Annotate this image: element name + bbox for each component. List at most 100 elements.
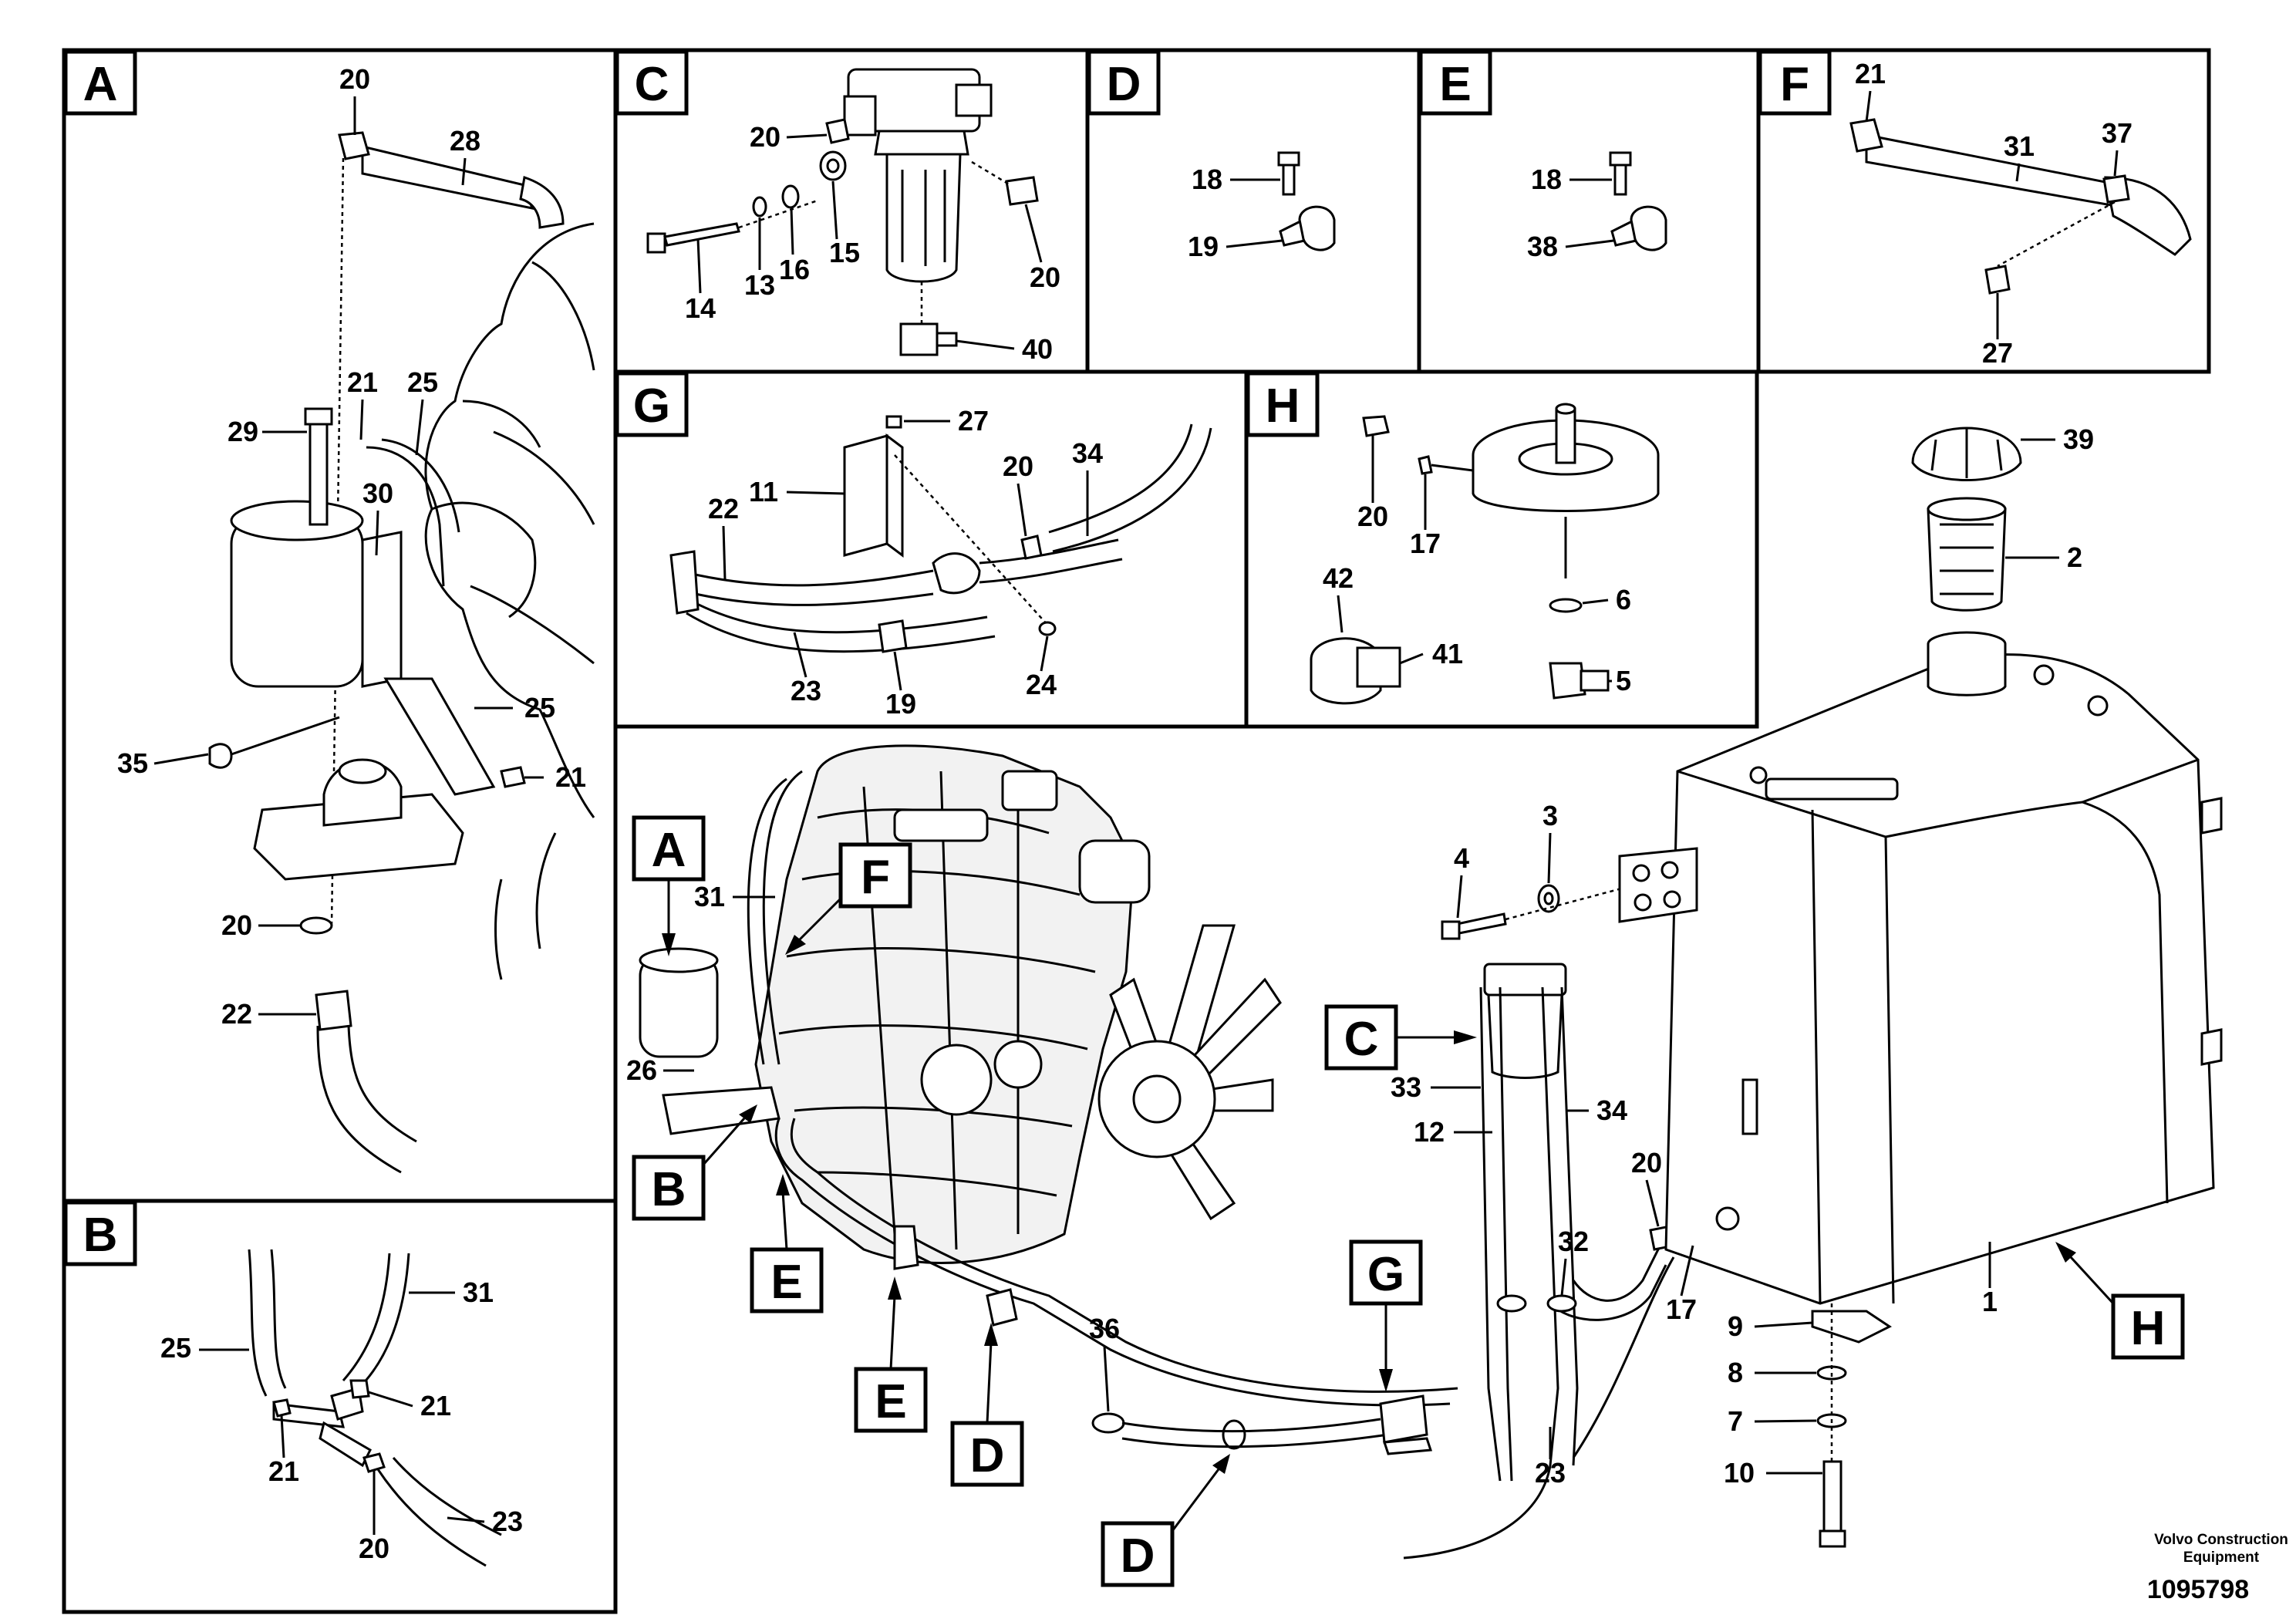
label-h-17: 17: [1410, 528, 1441, 559]
svg-text:E: E: [1439, 58, 1471, 111]
label-c-20-top: 20: [750, 121, 781, 153]
label-m-23: 23: [1535, 1457, 1566, 1489]
panel-a-drawing: 20 28 21 25 29 30 25 35 21 20 22: [117, 63, 595, 1174]
label-g-34: 34: [1072, 437, 1103, 469]
label-f-21: 21: [1855, 58, 1886, 89]
footer: Volvo Construction Equipment 1095798: [2147, 1532, 2288, 1604]
label-g-27: 27: [958, 405, 989, 437]
panel-b-drawing: 25 31 21 21 23 20: [160, 1249, 523, 1567]
svg-text:A: A: [83, 58, 118, 111]
label-d-19: 19: [1188, 231, 1219, 262]
label-m-1: 1: [1982, 1286, 1998, 1317]
label-m-36: 36: [1089, 1313, 1120, 1344]
label-h-5: 5: [1616, 665, 1631, 696]
label-c-15: 15: [829, 237, 860, 268]
drawing-number: 1095798: [2147, 1575, 2249, 1604]
label-m-39: 39: [2063, 423, 2094, 455]
label-c-40: 40: [1022, 333, 1053, 365]
detail-tag-f: F: [785, 842, 912, 955]
label-c-13: 13: [744, 269, 775, 301]
detail-tag-d1: D: [950, 1323, 1024, 1487]
panel-tag-b: B: [63, 1200, 137, 1266]
panel-tag-h: H: [1246, 371, 1320, 437]
label-m-17: 17: [1666, 1293, 1697, 1325]
label-g-24: 24: [1026, 669, 1057, 700]
svg-text:A: A: [652, 824, 686, 877]
label-g-11: 11: [749, 476, 778, 508]
label-b-21-right: 21: [420, 1390, 451, 1421]
label-e-38: 38: [1527, 231, 1558, 262]
svg-text:B: B: [83, 1209, 118, 1262]
detail-tags: A F B E E D: [632, 815, 2185, 1587]
panel-tag-d: D: [1087, 49, 1161, 116]
label-m-3: 3: [1542, 800, 1558, 831]
label-a-29: 29: [228, 416, 258, 447]
label-m-32: 32: [1558, 1226, 1589, 1257]
label-c-16: 16: [779, 254, 810, 285]
panel-h-drawing: 20 17 6 42 41 5: [1310, 403, 1660, 705]
detail-tag-g: G: [1349, 1239, 1423, 1392]
label-d-18: 18: [1192, 164, 1222, 195]
label-m-7: 7: [1728, 1405, 1743, 1437]
panel-tag-f: F: [1758, 49, 1832, 116]
svg-text:D: D: [1107, 58, 1141, 111]
label-a-21: 21: [347, 366, 378, 398]
label-h-6: 6: [1616, 584, 1631, 615]
label-b-23: 23: [492, 1506, 523, 1537]
label-b-31: 31: [463, 1276, 494, 1308]
main-labels: 39 2 3 4 31 26 33 12 34 20 32 17 1 9 8 7…: [626, 423, 2094, 1489]
panel-e-drawing: 18 38: [1527, 151, 1667, 262]
label-m-12: 12: [1414, 1116, 1445, 1148]
company-name-line2: Equipment: [2183, 1549, 2260, 1566]
label-m-20: 20: [1631, 1147, 1662, 1179]
label-m-2: 2: [2067, 541, 2082, 573]
svg-text:G: G: [633, 379, 670, 433]
panel-c-drawing: 20 15 16 13 14 20 40: [646, 68, 1060, 365]
label-m-33: 33: [1391, 1071, 1421, 1103]
label-a-30: 30: [362, 477, 393, 509]
panel-f-drawing: 21 31 37 27: [1849, 58, 2192, 369]
label-m-9: 9: [1728, 1310, 1743, 1342]
label-g-23: 23: [791, 675, 821, 706]
label-a-25-top: 25: [407, 366, 438, 398]
label-g-19: 19: [885, 688, 916, 720]
label-m-8: 8: [1728, 1357, 1743, 1388]
svg-text:C: C: [635, 58, 669, 111]
panel-g-drawing: 27 11 20 34 22 23 19 24: [669, 405, 1212, 720]
label-f-27: 27: [1982, 337, 2013, 369]
label-a-20-low: 20: [221, 909, 252, 941]
label-h-42: 42: [1323, 562, 1354, 594]
svg-text:E: E: [875, 1375, 906, 1428]
detail-tag-a: A: [632, 815, 706, 956]
label-m-31: 31: [694, 881, 725, 912]
panel-letter-tags: A B C D E F G H: [63, 49, 1832, 1266]
label-a-25-mid: 25: [524, 692, 555, 723]
company-name-line1: Volvo Construction: [2154, 1532, 2288, 1548]
label-a-22: 22: [221, 998, 252, 1030]
svg-text:F: F: [1780, 58, 1809, 111]
label-h-41: 41: [1432, 638, 1463, 669]
label-a-20-top: 20: [339, 63, 370, 95]
label-b-25: 25: [160, 1332, 191, 1364]
label-m-26: 26: [626, 1054, 657, 1086]
svg-text:D: D: [1121, 1529, 1155, 1583]
panel-tag-a: A: [63, 49, 137, 116]
label-a-21-low: 21: [555, 761, 586, 793]
label-a-28: 28: [450, 125, 480, 157]
svg-text:D: D: [970, 1429, 1005, 1482]
detail-tag-e1: E: [750, 1174, 824, 1313]
label-g-20: 20: [1003, 450, 1033, 482]
label-m-10: 10: [1724, 1457, 1755, 1489]
svg-text:F: F: [861, 851, 890, 904]
panel-tag-g: G: [615, 371, 689, 437]
detail-tag-d2: D: [1101, 1454, 1230, 1587]
label-h-20: 20: [1357, 501, 1388, 532]
svg-text:G: G: [1367, 1248, 1404, 1301]
label-c-14: 14: [685, 292, 716, 324]
label-e-18: 18: [1531, 164, 1562, 195]
svg-text:B: B: [652, 1163, 686, 1216]
label-a-35: 35: [117, 747, 148, 779]
svg-text:H: H: [1266, 379, 1300, 433]
label-b-21-left: 21: [268, 1455, 299, 1487]
